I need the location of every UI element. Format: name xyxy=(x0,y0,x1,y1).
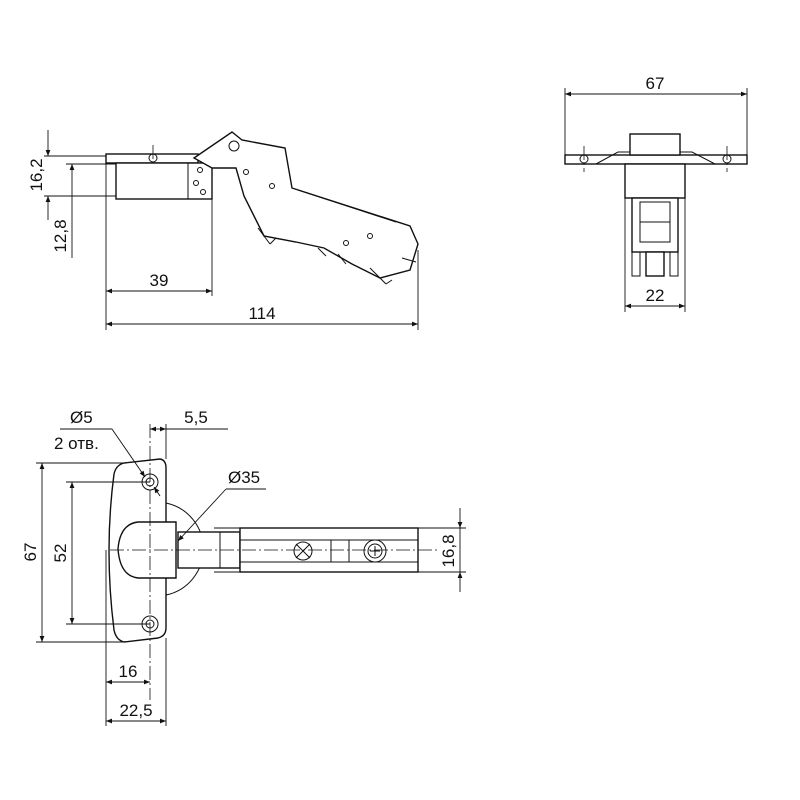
adjust-slot-icon xyxy=(330,539,350,563)
dim-plate-height: 67 xyxy=(21,543,40,562)
dim-plate-depth: 22,5 xyxy=(119,701,152,720)
dim-offset: 5,5 xyxy=(184,408,208,427)
dim-width-cup: 39 xyxy=(150,271,169,290)
dim-hole-x: 16 xyxy=(119,662,138,681)
adjust-screw-cross-icon xyxy=(293,541,313,561)
end-view: 67 22 xyxy=(564,74,748,312)
end-cup-body xyxy=(624,163,686,199)
side-link-arm xyxy=(192,131,419,279)
dim-height-bottom: 12,8 xyxy=(51,219,70,252)
side-view: 16,2 12,8 39 114 xyxy=(27,130,419,330)
end-mounting-plate xyxy=(564,154,748,165)
dim-arm-width: 22 xyxy=(646,286,665,305)
hole-count-label: 2 отв. xyxy=(54,434,99,453)
dim-hole-spacing: 52 xyxy=(51,544,70,563)
cup-diameter-label: Ø35 xyxy=(228,468,260,487)
adjust-screw-round-icon xyxy=(363,539,387,563)
hole-diameter-label: Ø5 xyxy=(70,408,93,427)
end-arm xyxy=(631,197,679,253)
dim-height-top: 16,2 xyxy=(27,158,46,191)
dim-width-total: 114 xyxy=(248,304,275,323)
dim-arm-height: 16,8 xyxy=(439,534,458,567)
top-view: 67 52 16,8 5,5 16 22,5 Ø5 2 отв. Ø35 xyxy=(21,408,466,726)
dim-plate-width: 67 xyxy=(646,74,665,93)
